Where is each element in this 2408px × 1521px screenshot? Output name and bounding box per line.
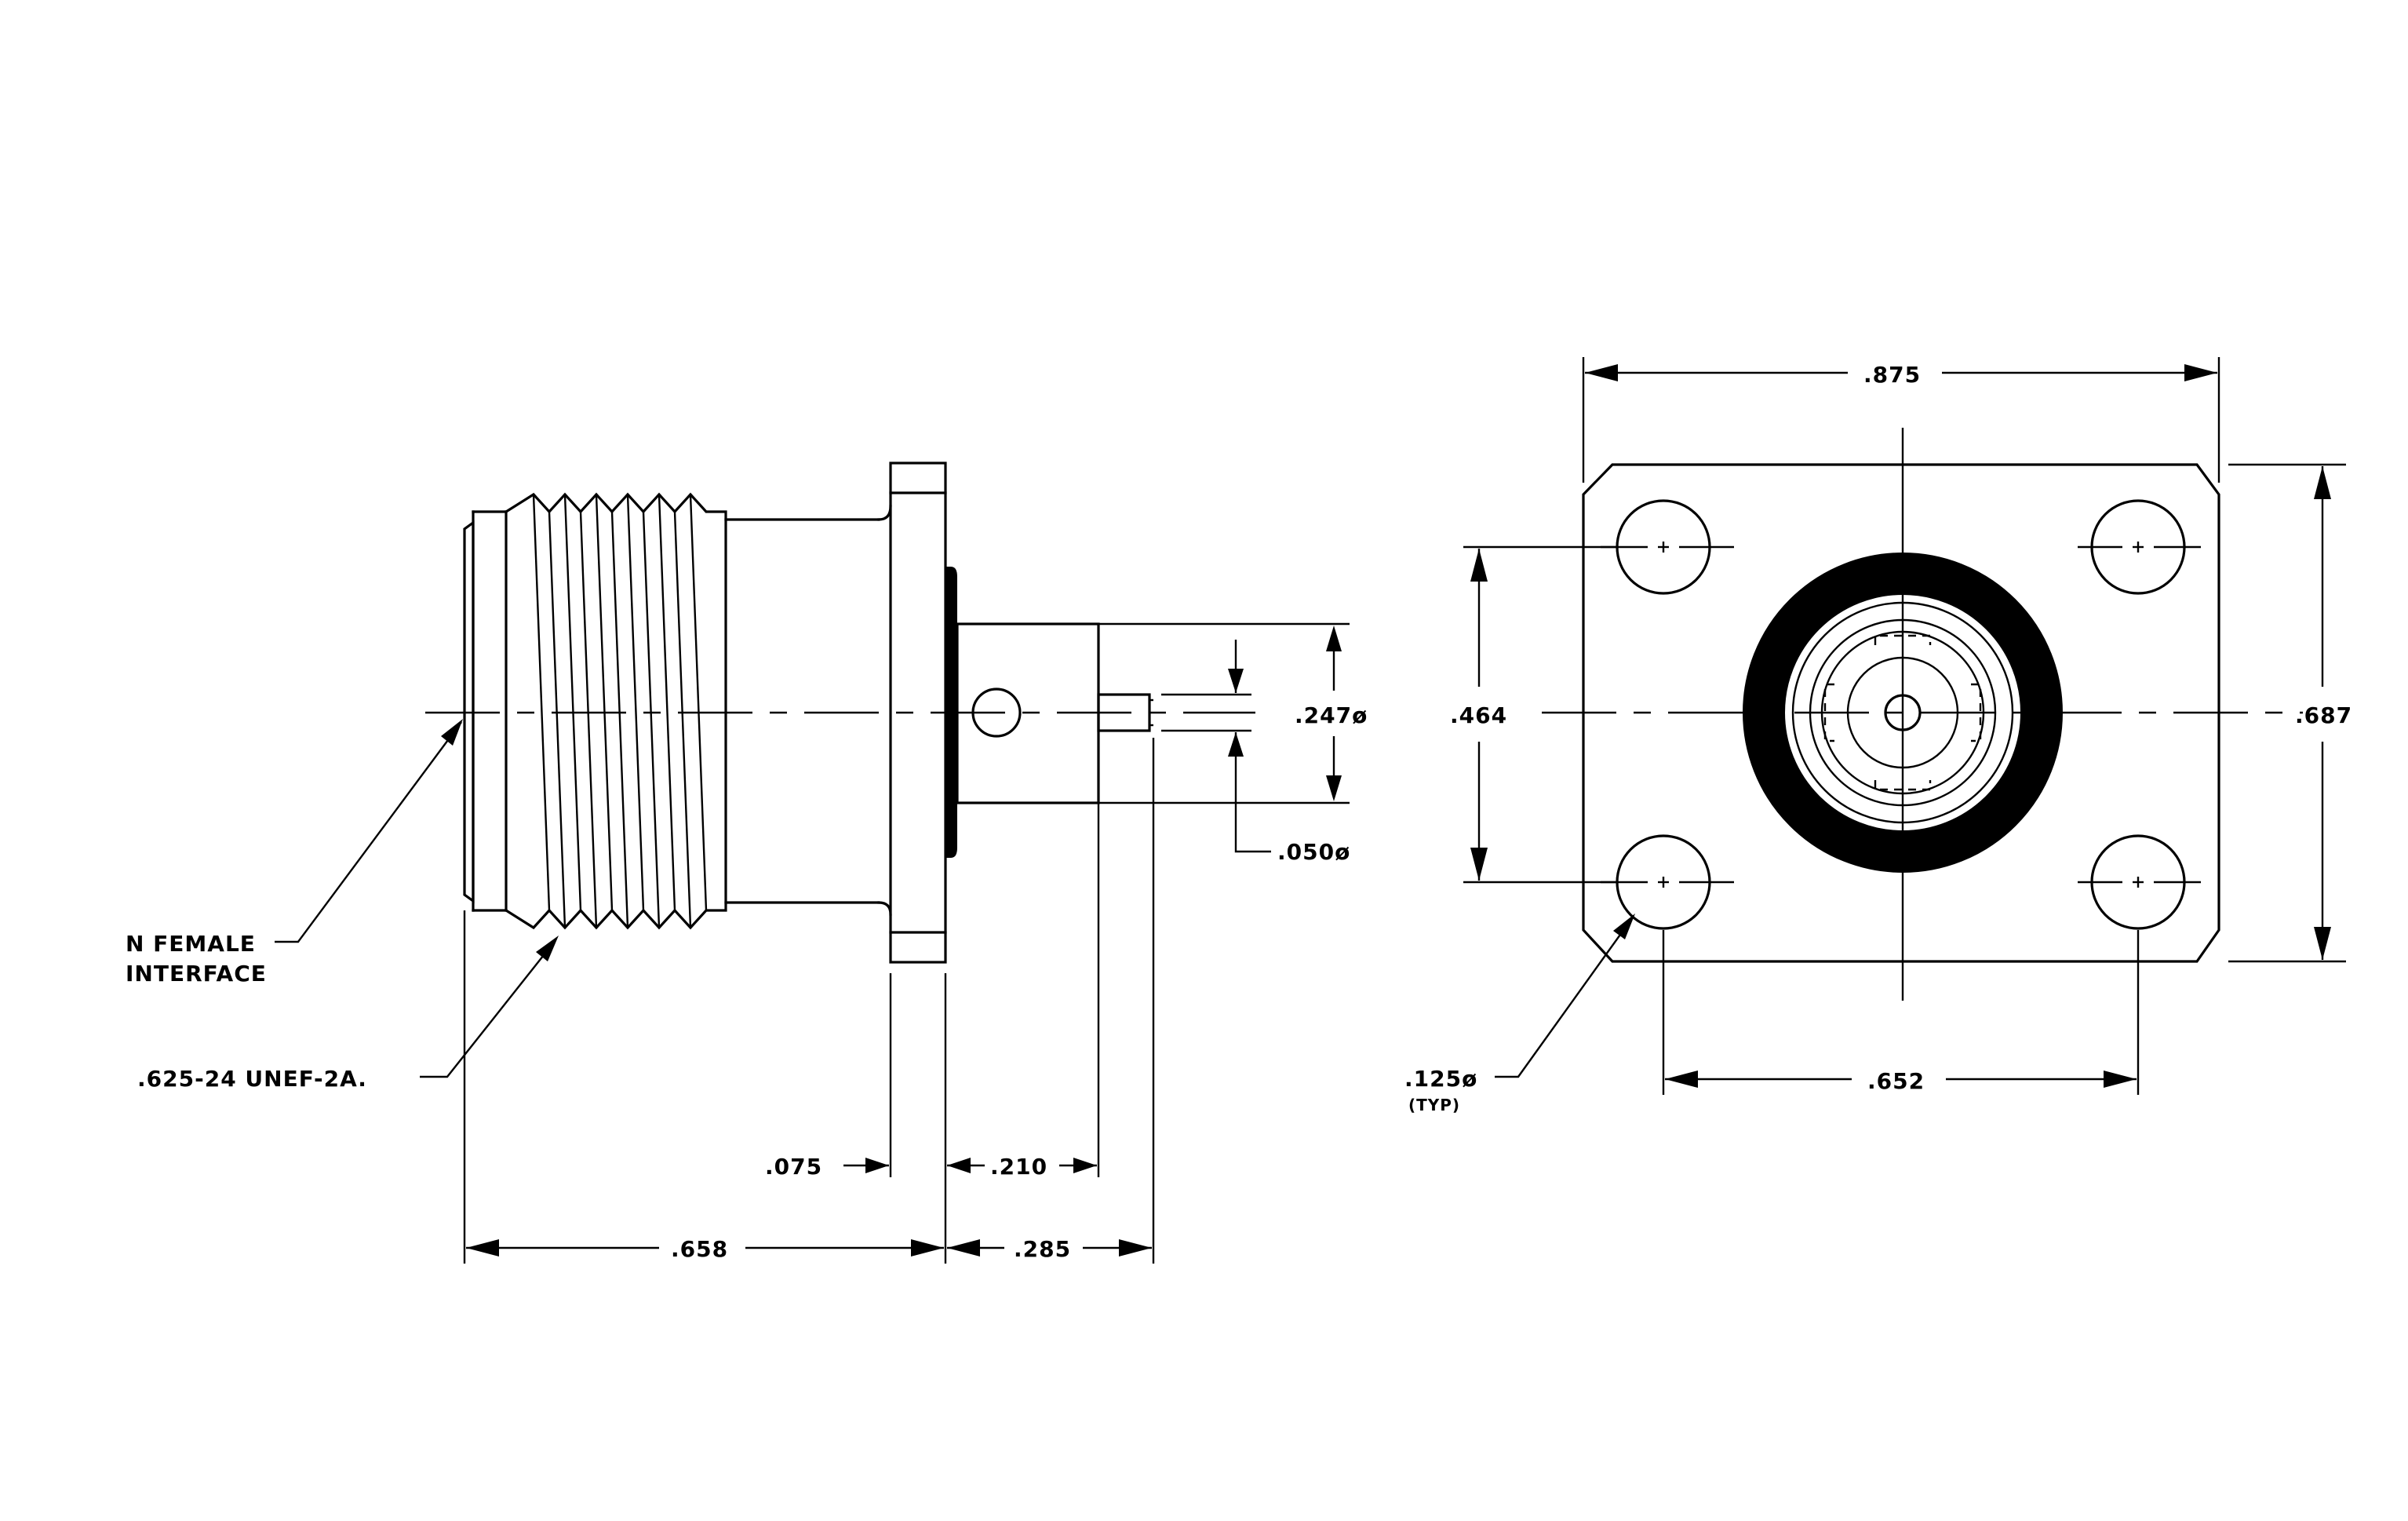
dim-075-label: .075: [765, 1154, 822, 1180]
dim-464: .464: [1450, 549, 1507, 881]
dim-050: .050ø: [1161, 640, 1350, 865]
dim-875-label: .875: [1863, 362, 1921, 388]
dim-285: .285: [947, 1236, 1152, 1262]
front-view: .875 .464 .687 .652: [1404, 357, 2352, 1114]
dim-247: .247ø: [1098, 622, 1368, 804]
dim-658: .658: [466, 1236, 944, 1262]
inner-rings: [1791, 601, 2014, 824]
dim-652-label: .652: [1867, 1068, 1925, 1094]
hole-dia-label: .125ø: [1404, 1066, 1477, 1092]
dim-658-label: .658: [671, 1236, 728, 1262]
dim-050-label: .050ø: [1277, 839, 1350, 865]
connector-body: [724, 505, 892, 916]
thread-callout: .625-24 UNEF-2A.: [137, 936, 559, 1092]
mounting-holes: [1601, 499, 2201, 930]
center-contact: [1884, 694, 1922, 731]
dim-687-label: .687: [2295, 702, 2352, 728]
interface-label-line2: INTERFACE: [126, 961, 267, 987]
flange-outline: [1582, 463, 2220, 963]
dim-652: .652: [1665, 1068, 2137, 1094]
interface-label-line1: N FEMALE: [126, 931, 256, 957]
dim-687: .687: [2295, 466, 2352, 960]
dim-875: .875: [1585, 362, 2217, 388]
gasket-ring: [1743, 553, 2063, 873]
interface-callout: N FEMALE INTERFACE: [126, 719, 463, 987]
dim-285-label: .285: [1014, 1236, 1071, 1262]
dim-075: .075: [765, 1154, 889, 1180]
hole-callout: .125ø (TYP): [1404, 914, 1635, 1114]
dim-464-label: .464: [1450, 702, 1507, 728]
thread-region: [504, 492, 727, 930]
hole-typ-label: (TYP): [1408, 1096, 1460, 1114]
dim-210: .210: [947, 1154, 1097, 1180]
hidden-tabs: [1823, 634, 1982, 791]
dim-247-label: .247ø: [1295, 702, 1368, 728]
thread-label: .625-24 UNEF-2A.: [137, 1066, 367, 1092]
dim-210-label: .210: [990, 1154, 1047, 1180]
side-view: .247ø .050ø .075 .2: [126, 461, 1368, 1264]
